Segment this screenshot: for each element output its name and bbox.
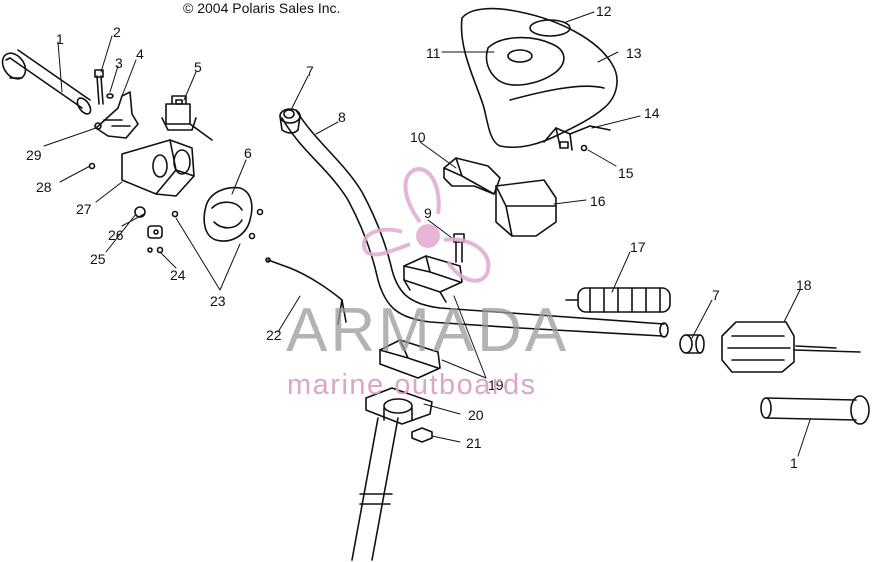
end-cap-top	[279, 108, 301, 134]
leader-lines	[43, 11, 811, 457]
callout-7-right: 7	[712, 287, 720, 303]
callout-23: 23	[210, 293, 226, 309]
switch-housing	[121, 139, 195, 197]
wire-harness	[543, 125, 611, 151]
right-switch-housing	[721, 321, 861, 373]
callout-24: 24	[170, 267, 186, 283]
callout-11: 11	[426, 45, 441, 61]
steering-column	[351, 417, 399, 561]
callout-7-top: 7	[306, 63, 314, 79]
callout-labels: 1 2 3 4 5 6 7 8 9 10 11 12 13 14 15 16 1…	[26, 3, 812, 471]
washer-3	[106, 93, 114, 99]
callout-1-right: 1	[790, 455, 798, 471]
handlebar-clamp-upper	[403, 255, 463, 303]
pod-cover	[460, 7, 618, 149]
switch-5	[161, 95, 213, 141]
watermark-brand: ARMADA	[286, 296, 570, 365]
callout-5: 5	[194, 59, 202, 75]
callout-4: 4	[136, 46, 144, 62]
end-cap-right	[679, 334, 705, 354]
cover-10	[443, 157, 501, 195]
right-throttle-grip	[565, 287, 671, 313]
nut-21	[411, 427, 433, 443]
callout-19: 19	[488, 377, 504, 393]
callout-2: 2	[113, 24, 121, 40]
callout-6: 6	[244, 145, 252, 161]
right-grip	[760, 395, 870, 425]
callout-22: 22	[266, 327, 282, 343]
callout-8: 8	[338, 109, 346, 125]
screw-15	[580, 144, 588, 152]
callout-9: 9	[424, 205, 432, 221]
adapter-plate	[365, 387, 433, 425]
callout-20: 20	[468, 407, 484, 423]
callout-17: 17	[630, 239, 646, 255]
mirror-bracket	[95, 91, 139, 139]
callout-14: 14	[644, 105, 660, 121]
callout-15: 15	[618, 165, 634, 181]
bolt-2	[94, 69, 104, 105]
callout-21: 21	[466, 435, 482, 451]
callout-10: 10	[410, 129, 426, 145]
callout-3: 3	[115, 55, 123, 71]
cover-16	[495, 179, 557, 237]
pod-decal	[529, 19, 571, 37]
callout-18: 18	[796, 277, 812, 293]
callout-28: 28	[36, 179, 52, 195]
throttle-housing	[203, 186, 264, 242]
callout-13: 13	[626, 45, 642, 61]
handlebar-clamp-lower	[379, 339, 441, 379]
callout-29: 29	[26, 147, 42, 163]
left-grip	[1, 49, 92, 115]
callout-27: 27	[76, 201, 92, 217]
callout-1-left: 1	[56, 31, 64, 47]
throttle-cable	[265, 257, 347, 325]
callout-16: 16	[590, 193, 606, 209]
callout-26: 26	[108, 227, 124, 243]
callout-12: 12	[596, 3, 612, 19]
copyright-notice: © 2004 Polaris Sales Inc.	[183, 0, 341, 16]
callout-25: 25	[90, 251, 106, 267]
watermark-tagline: marine outboards	[287, 369, 537, 401]
watermark-logo	[361, 167, 491, 283]
